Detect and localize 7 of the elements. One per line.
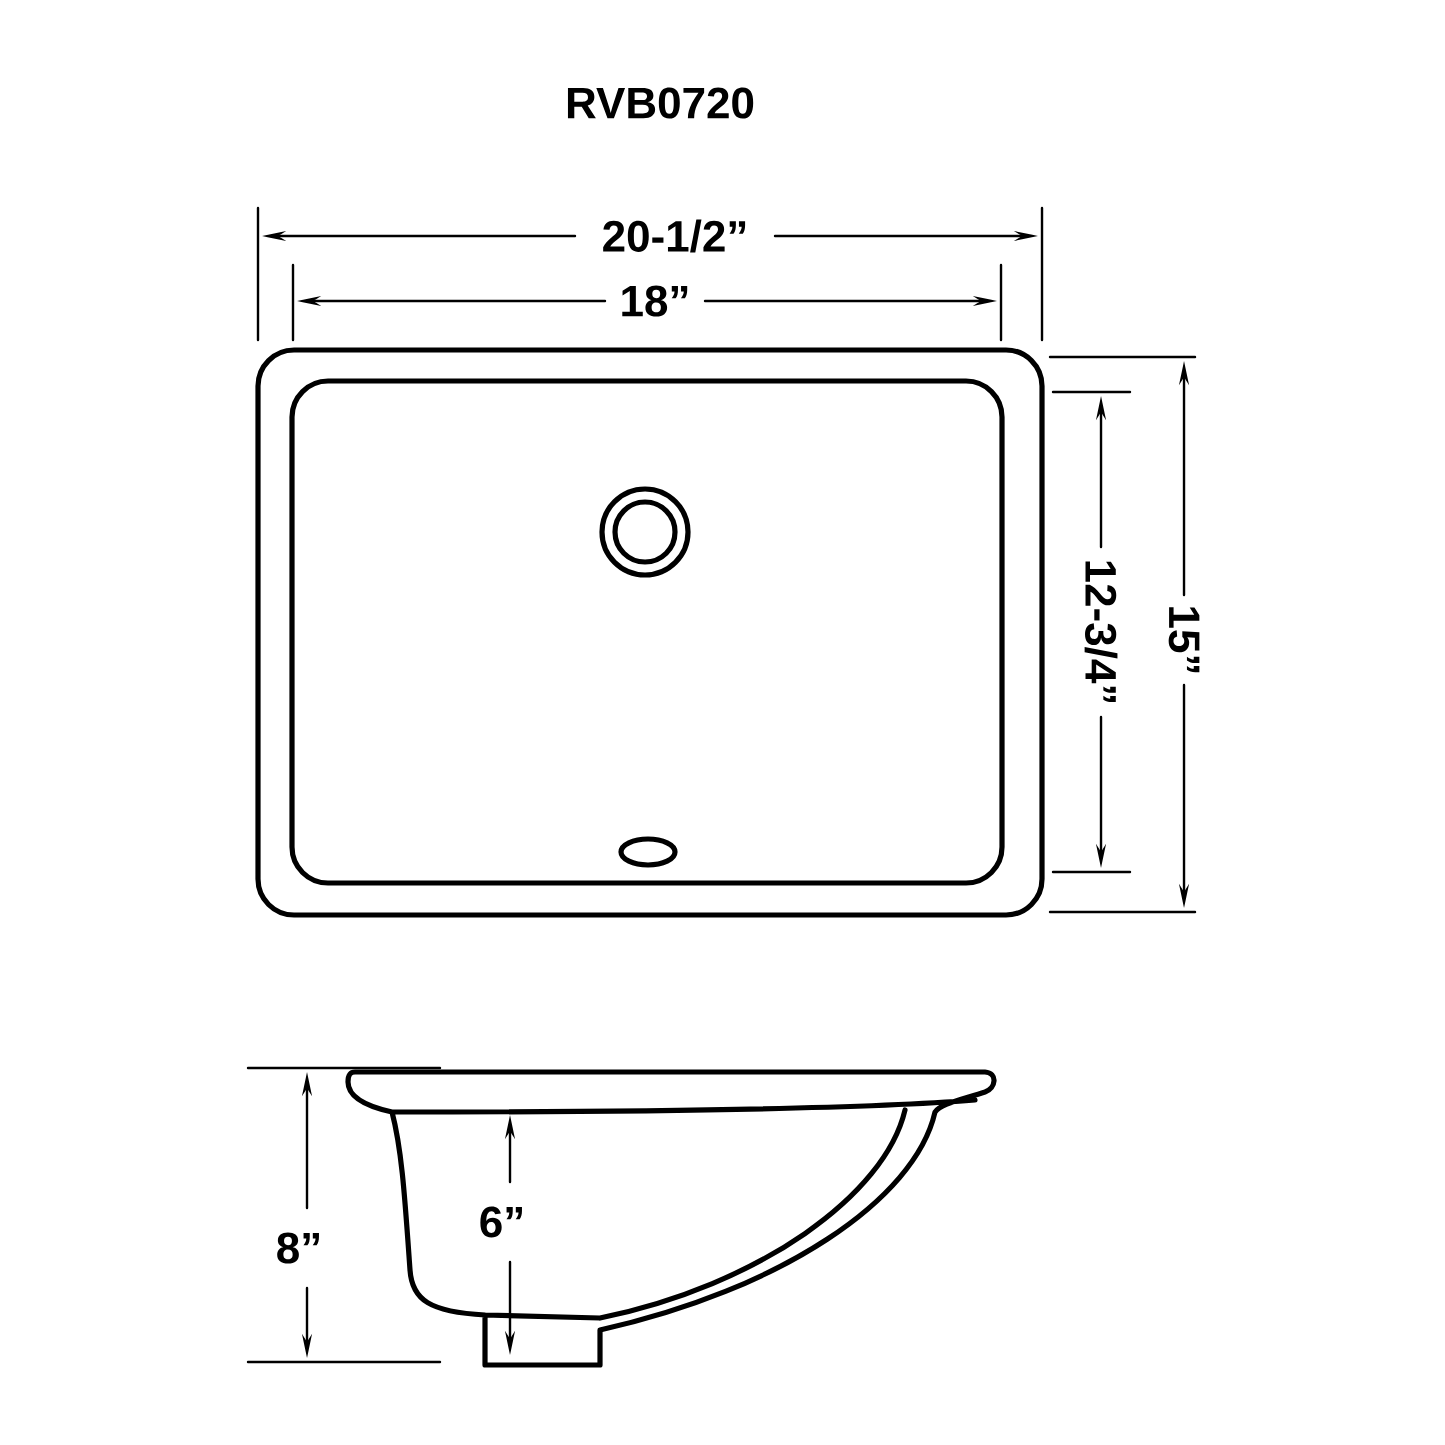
dimension-label: 20-1/2”: [603, 219, 746, 253]
title: RVB0720: [567, 87, 754, 119]
dimension-label: 15”: [1168, 607, 1200, 673]
dimension-label: 6”: [480, 1206, 522, 1238]
dimension-label: 18”: [622, 285, 688, 317]
dimension-label: 8”: [277, 1232, 319, 1264]
dimension-label: 12-3/4”: [1084, 561, 1118, 703]
